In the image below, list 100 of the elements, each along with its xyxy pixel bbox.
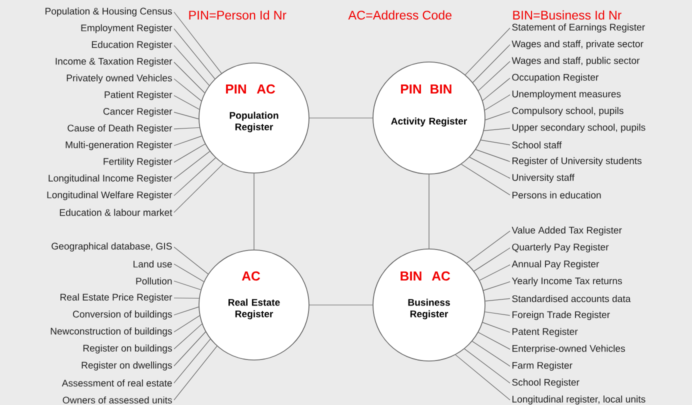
item-label: Land use <box>134 260 172 268</box>
leader-line <box>174 127 200 130</box>
leader-line <box>174 324 202 350</box>
leader-line <box>469 156 510 179</box>
leader-line <box>480 140 510 146</box>
item-label: Education Register <box>92 40 172 50</box>
leader-line <box>174 45 210 86</box>
leader-line <box>174 306 199 316</box>
item-label: Quarterly Pay Register <box>512 243 609 252</box>
leader-line <box>484 128 510 131</box>
item-label: Register on buildings <box>83 344 172 354</box>
item-label: School Register <box>512 378 580 388</box>
leader-line <box>461 164 510 196</box>
leader-line <box>472 44 510 83</box>
leader-line <box>174 246 208 274</box>
leader-line <box>174 112 199 120</box>
item-label: Real Estate Price Register <box>60 294 172 302</box>
leader-line <box>483 281 510 291</box>
item-label: Compulsory school, pupils <box>512 107 624 116</box>
leader-line <box>484 94 510 110</box>
item-label: Value Added Tax Register <box>512 226 622 236</box>
code-label: BIN <box>430 84 452 94</box>
item-label: Unemployment measures <box>512 90 621 100</box>
item-label: Annual Pay Register <box>512 260 600 270</box>
item-label: Wages and staff, public sector <box>512 56 640 66</box>
leader-line <box>174 158 216 196</box>
leader-line <box>174 280 202 290</box>
item-label: Longitudinal register, local units <box>512 396 646 404</box>
leader-line <box>174 78 202 102</box>
item-label: Enterprise-owned Vehicles <box>512 344 625 354</box>
item-label: Cancer Register <box>103 108 172 117</box>
legend-text: AC=Address Code <box>348 10 452 20</box>
leader-line <box>174 338 211 384</box>
leader-line <box>174 164 224 213</box>
item-label: Multi-generation Register <box>66 141 172 150</box>
item-label: Yearly Income Tax returns <box>512 277 622 286</box>
leader-line <box>174 315 200 332</box>
item-label: Employment Register <box>81 24 172 34</box>
leader-line <box>479 264 510 281</box>
leader-line <box>174 151 210 180</box>
code-label: AC <box>432 271 450 281</box>
item-label: Owners of assessed units <box>62 396 172 404</box>
item-label: School staff <box>512 141 562 148</box>
code-label: PIN <box>401 84 421 94</box>
item-label: Persons in education <box>512 191 601 199</box>
item-label: Conversion of buildings <box>73 310 172 320</box>
leader-line <box>474 248 510 272</box>
item-label: Farm Register <box>512 362 572 371</box>
leader-line <box>174 264 204 282</box>
item-label: Foreign Trade Register <box>512 311 610 320</box>
code-label: AC <box>242 271 260 281</box>
connector-line <box>309 304 373 306</box>
leader-line <box>174 62 205 94</box>
item-label: Statement of Earnings Register <box>512 24 645 32</box>
leader-line <box>466 230 510 264</box>
leader-line <box>464 28 510 76</box>
leader-line <box>174 28 216 80</box>
item-label: Longitudinal Welfare Register <box>47 191 172 200</box>
item-label: Pollution <box>136 278 172 285</box>
leader-line <box>482 78 510 101</box>
item-label: Occupation Register <box>512 74 598 83</box>
item-label: Wages and staff, private sector <box>512 40 644 50</box>
item-label: Assessment of real estate <box>62 380 172 387</box>
item-label: Privately owned Vehicles <box>66 74 172 84</box>
code-label: BIN <box>400 272 422 280</box>
leader-line <box>174 12 222 74</box>
item-label: Income & Taxation Register <box>56 58 172 67</box>
item-label: Cause of Death Register <box>68 124 172 134</box>
item-label: University staff <box>512 174 574 183</box>
item-label: Upper secondary school, pupils <box>512 124 646 133</box>
leader-line <box>485 111 510 120</box>
item-label: Longitudinal Income Register <box>48 174 172 184</box>
item-label: Geographical database, GIS <box>52 242 172 252</box>
leader-line <box>482 322 510 333</box>
item-label: Newconstruction of buildings <box>50 328 172 336</box>
code-label: AC <box>256 84 276 94</box>
leader-line <box>478 61 510 91</box>
item-label: Patient Register <box>104 91 172 100</box>
leader-line <box>455 354 510 400</box>
leader-line <box>472 340 510 366</box>
item-label: Population & Housing Census <box>46 8 172 16</box>
leader-line <box>174 298 200 299</box>
leader-line <box>475 149 510 162</box>
leader-line <box>174 346 218 400</box>
leader-line <box>174 136 202 146</box>
leader-line <box>174 95 200 110</box>
code-label: PIN <box>226 84 246 94</box>
item-label: Register of University students <box>512 157 642 166</box>
leader-line <box>464 348 510 384</box>
item-label: Education & labour market <box>60 208 172 216</box>
item-label: Patent Register <box>512 328 578 337</box>
legend-text: BIN=Business Id Nr <box>513 10 622 20</box>
leader-line <box>174 144 206 163</box>
item-label: Fertility Register <box>104 158 172 167</box>
leader-line <box>484 298 510 302</box>
leader-line <box>478 332 510 350</box>
leader-line <box>484 312 510 316</box>
legend-text: PIN=Person Id Nr <box>189 10 286 20</box>
leader-line <box>174 332 206 366</box>
item-label: Standardised accounts data <box>512 295 631 302</box>
